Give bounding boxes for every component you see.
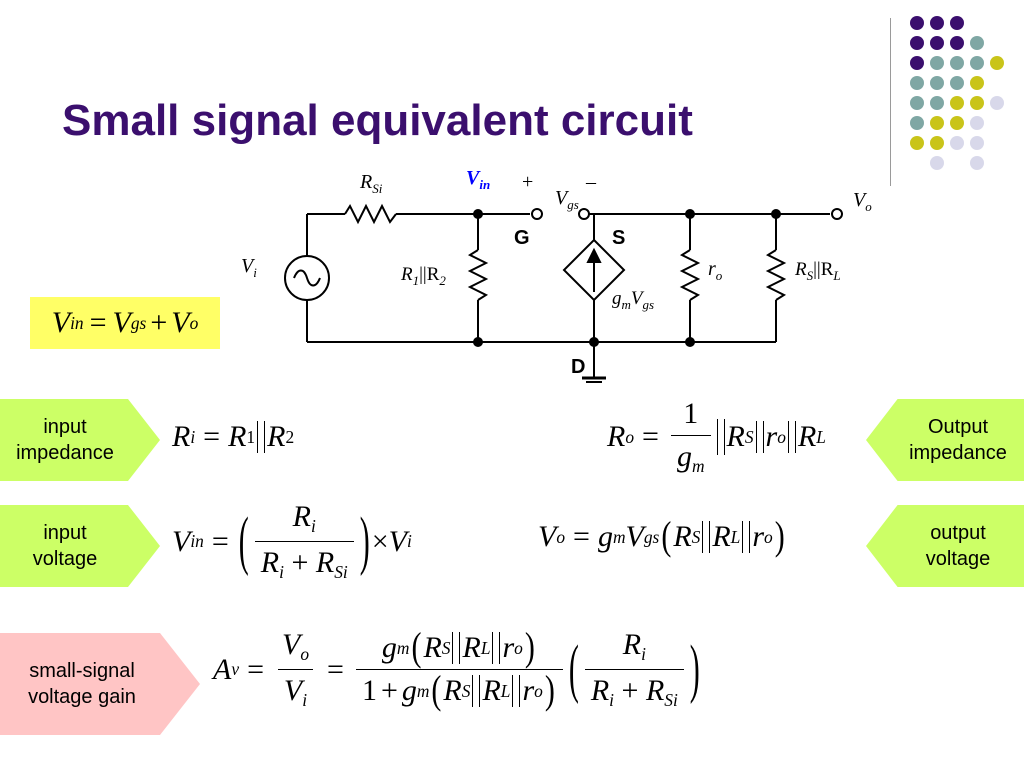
vo-terminal (831, 208, 843, 220)
deco-dot (930, 76, 944, 90)
drain-label: D (571, 356, 585, 378)
deco-dot (930, 116, 944, 130)
circuit-diagram: RSi Vin + – Vgs Vo Vi G S D R1||R2 gmVgs… (241, 167, 872, 383)
deco-dot (910, 16, 924, 30)
node-dot (685, 337, 695, 347)
vgs-label: Vgs (555, 187, 579, 212)
deco-dot (930, 16, 944, 30)
sine-icon (293, 269, 321, 287)
node-dot (473, 209, 483, 219)
vo-label: Vo (853, 189, 872, 214)
deco-dot (910, 116, 924, 130)
ac-source-icon (284, 255, 330, 301)
vi-label: Vi (241, 255, 257, 280)
minus-label: – (585, 171, 597, 193)
source-label: S (612, 227, 625, 249)
deco-dot (950, 76, 964, 90)
resistor-rsrl (765, 249, 787, 301)
rsi-label: RSi (359, 171, 383, 196)
vin-label: Vin (466, 167, 490, 192)
deco-dot (910, 36, 924, 50)
deco-dot (970, 156, 984, 170)
deco-dot (950, 56, 964, 70)
fraction: 1 gm (670, 397, 711, 477)
resistor-rsi (344, 203, 397, 225)
fraction: Ri Ri + RSi (254, 500, 354, 583)
r1r2-label: R1||R2 (400, 264, 446, 288)
deco-dot (990, 56, 1004, 70)
decorative-divider (890, 18, 891, 186)
node-dot (771, 209, 781, 219)
deco-dot (970, 36, 984, 50)
ro-label: ro (708, 258, 723, 283)
resistor-r1r2 (467, 249, 489, 301)
node-dot (685, 209, 695, 219)
deco-dot (910, 96, 924, 110)
source-terminal (578, 208, 590, 220)
deco-dot (910, 136, 924, 150)
page-title: Small signal equivalent circuit (62, 96, 693, 145)
deco-dot (950, 116, 964, 130)
deco-dot (930, 56, 944, 70)
deco-dot (930, 36, 944, 50)
plus-label: + (522, 171, 533, 193)
deco-dot (950, 36, 964, 50)
node-dot (473, 337, 483, 347)
gate-terminal (531, 208, 543, 220)
gate-label: G (514, 227, 530, 249)
gm-vgs-label: gmVgs (612, 288, 654, 312)
deco-dot (970, 116, 984, 130)
deco-dot (930, 136, 944, 150)
fraction: Vo Vi (276, 628, 315, 711)
deco-dot (950, 136, 964, 150)
deco-dot (910, 56, 924, 70)
deco-dot (930, 156, 944, 170)
resistor-ro (679, 249, 701, 301)
node-dot (589, 337, 599, 347)
deco-dot (970, 96, 984, 110)
deco-dot (950, 96, 964, 110)
deco-dot (990, 96, 1004, 110)
fraction: Ri Ri + RSi (584, 628, 684, 711)
deco-dot (970, 76, 984, 90)
deco-dot (970, 136, 984, 150)
arrow-up-icon (586, 247, 602, 263)
deco-dot (930, 96, 944, 110)
deco-dot (910, 76, 924, 90)
rsrl-label: RS||RL (794, 259, 841, 283)
deco-dot (950, 16, 964, 30)
deco-dot (970, 56, 984, 70)
